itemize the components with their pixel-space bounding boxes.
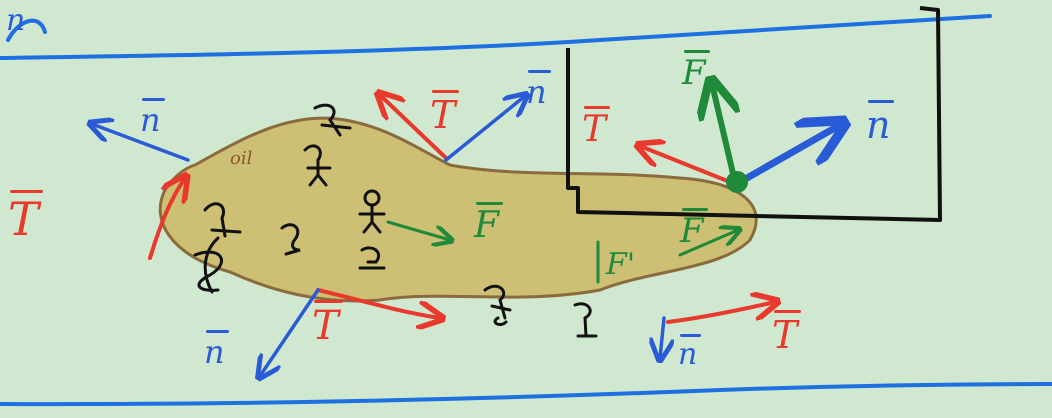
label-t-box: T <box>582 106 611 150</box>
channel-top-boundary <box>0 14 992 60</box>
force-center <box>386 220 450 240</box>
label-f-center: F <box>474 202 503 246</box>
tension-right-box <box>640 146 732 184</box>
normal-left <box>92 124 190 162</box>
control-volume-box <box>566 6 942 222</box>
stick-figures <box>193 103 598 338</box>
label-t-bottom: T <box>312 300 343 349</box>
force-box-up <box>712 84 735 185</box>
label-f-box-top: F <box>682 50 710 93</box>
label-n-box: n <box>866 100 896 147</box>
normal-bottom-left <box>260 288 320 376</box>
channel-bottom-boundary <box>0 382 1052 407</box>
label-t-top-center: T <box>430 90 460 137</box>
force-right <box>678 230 738 257</box>
label-t-bottom-right: T <box>772 310 802 357</box>
label-n-top-center: n <box>526 70 551 111</box>
normal-top-center <box>444 96 525 162</box>
corner-arc <box>6 18 47 42</box>
tension-top-left <box>380 95 448 160</box>
oil-slick <box>158 116 758 303</box>
label-n-left: n <box>140 98 165 139</box>
label-f-right: F <box>680 208 708 251</box>
normal-box <box>736 125 840 186</box>
normal-arrows <box>92 96 840 376</box>
normal-bottom-right <box>660 316 664 358</box>
label-n-bottom-right: n <box>678 334 702 372</box>
force-arrows <box>386 84 748 284</box>
label-oil: oil <box>230 148 253 169</box>
label-f-prime: F' <box>606 247 636 282</box>
tension-left-edge <box>148 178 185 260</box>
label-n-bottom-left: n <box>204 330 229 371</box>
label-t-far-left: T <box>8 190 43 246</box>
tension-bottom-right <box>666 302 775 324</box>
tension-arrows <box>148 95 775 324</box>
force-origin-dot <box>726 171 748 193</box>
label-corner-n: n <box>6 3 26 38</box>
tension-bottom-center <box>316 288 440 318</box>
